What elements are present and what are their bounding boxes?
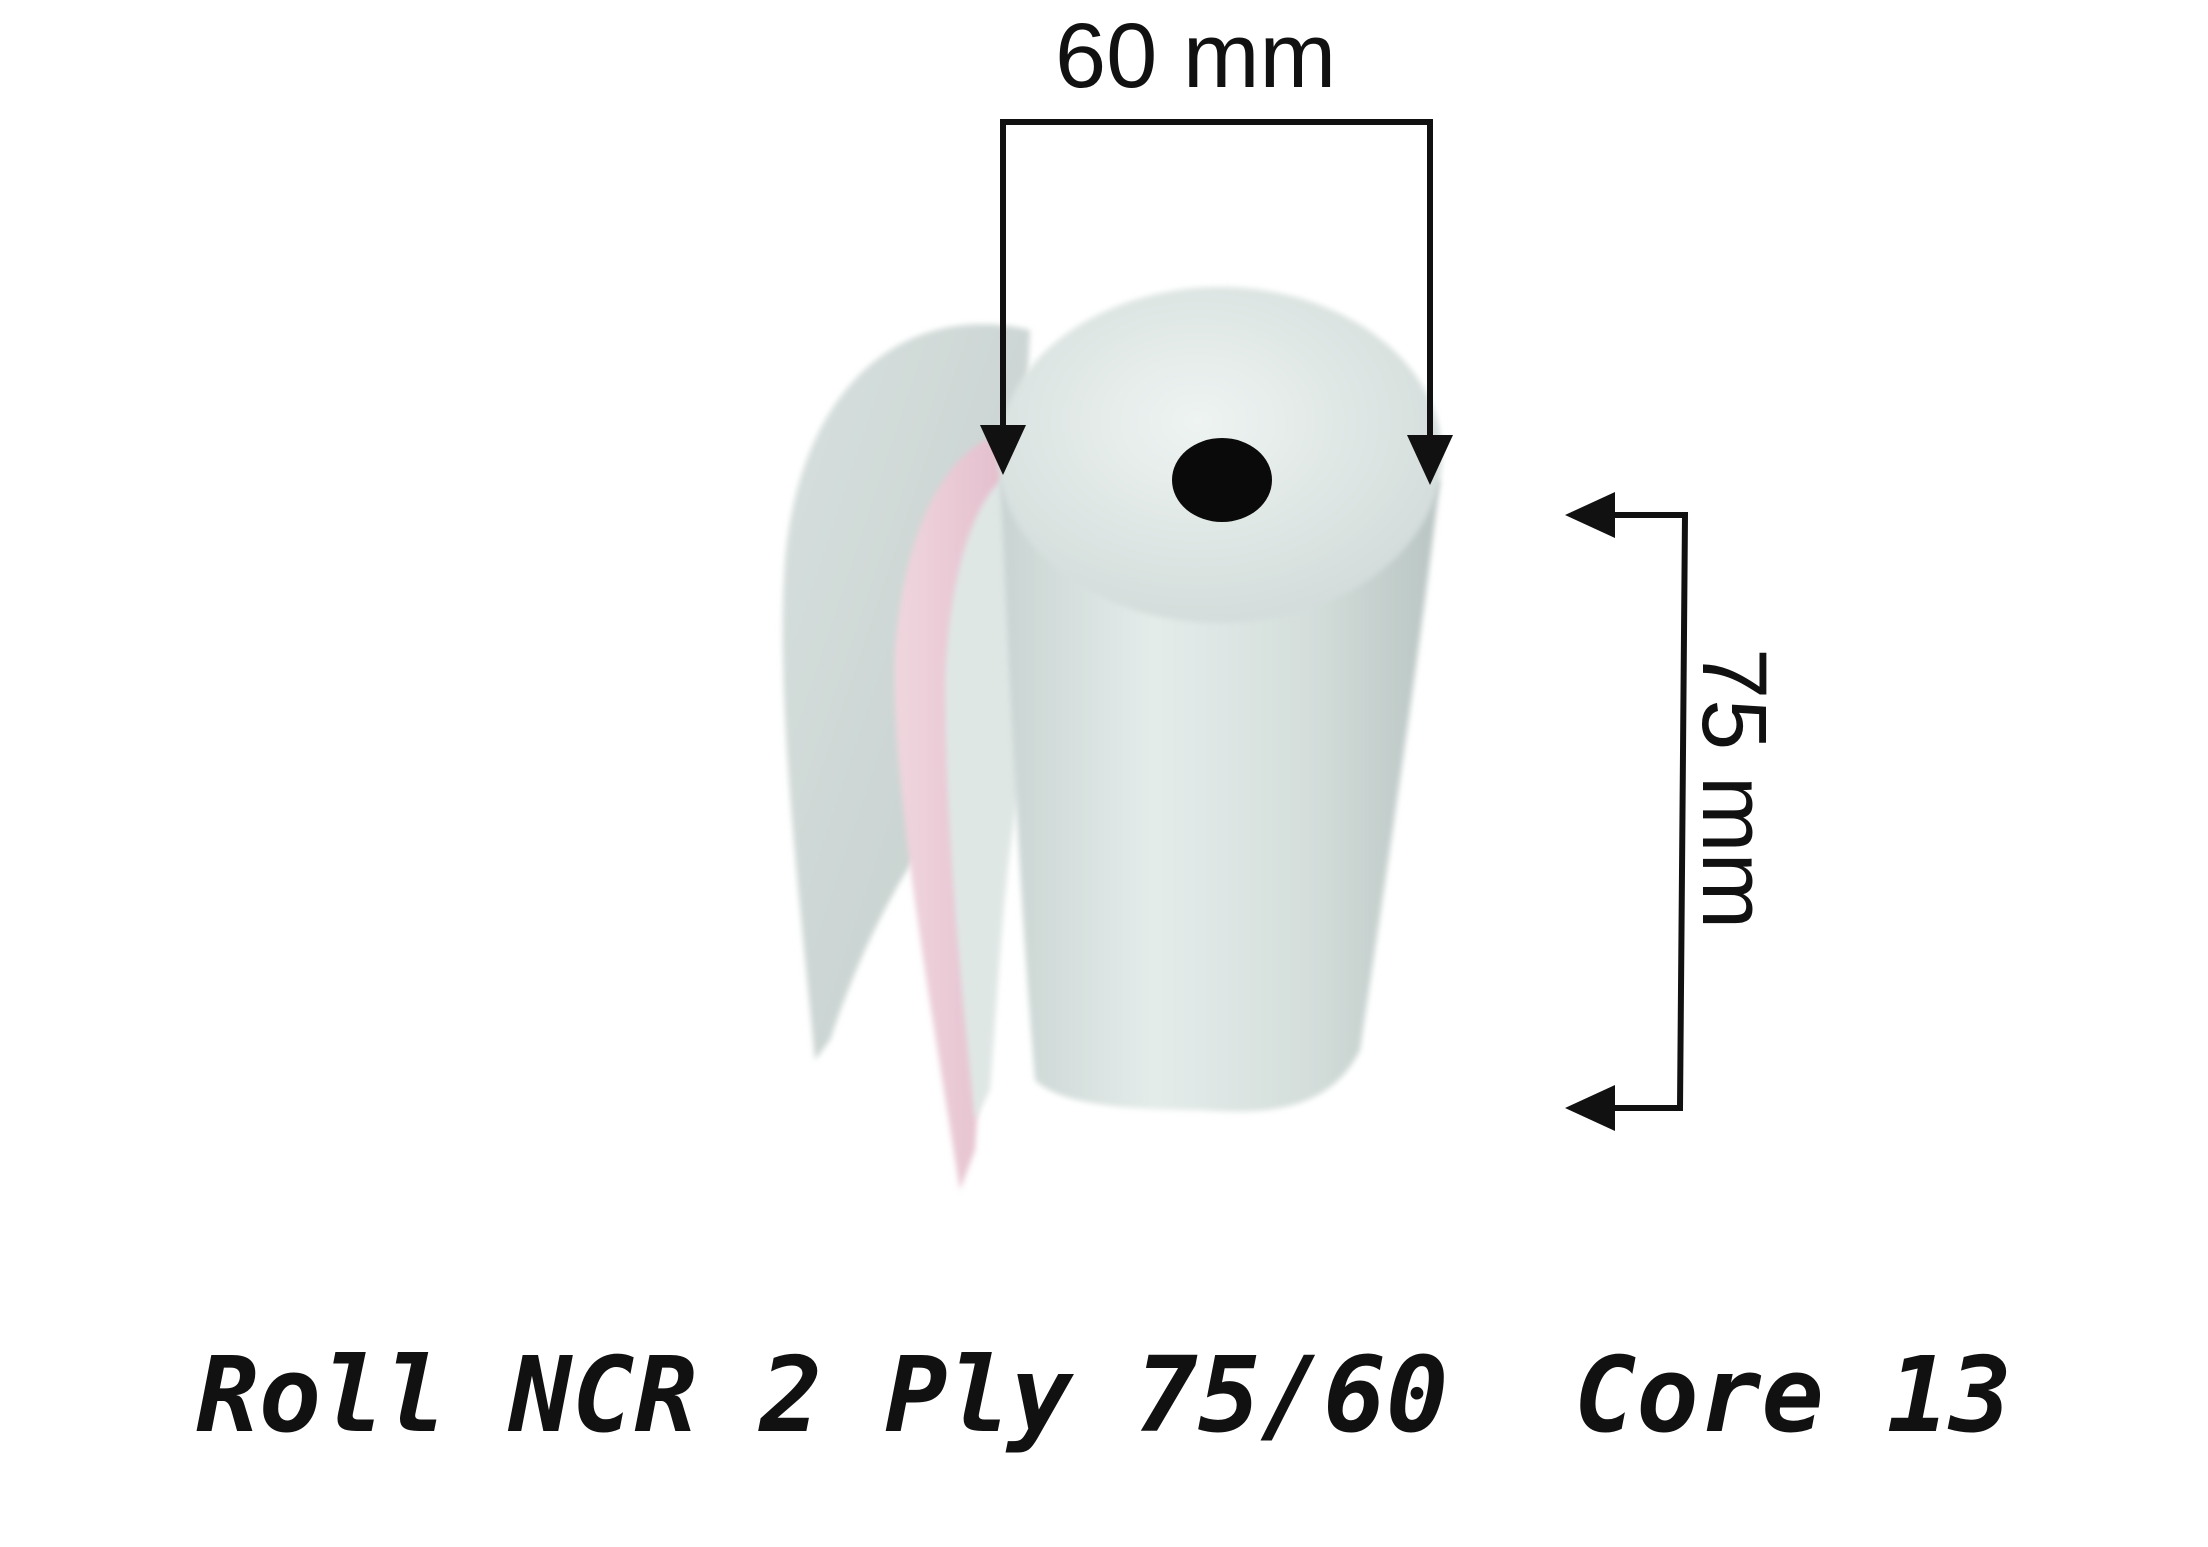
height-arrow-bottom bbox=[1565, 1085, 1615, 1131]
width-dimension-label: 60 mm bbox=[1055, 5, 1337, 107]
inner-paper-sheet bbox=[945, 470, 1020, 1120]
paper-roll-body bbox=[1000, 480, 1440, 1112]
height-dimension-label: 75 mm bbox=[1683, 648, 1785, 930]
height-arrow-top bbox=[1565, 492, 1615, 538]
product-caption: Roll NCR 2 Ply 75/60 Core 13 bbox=[196, 1334, 2012, 1456]
width-arrow-right bbox=[1407, 435, 1453, 485]
width-dimension-line bbox=[1000, 119, 1433, 445]
width-arrow-left bbox=[980, 425, 1026, 475]
height-dimension-line bbox=[1590, 512, 1689, 1111]
roll-core bbox=[1172, 438, 1272, 522]
